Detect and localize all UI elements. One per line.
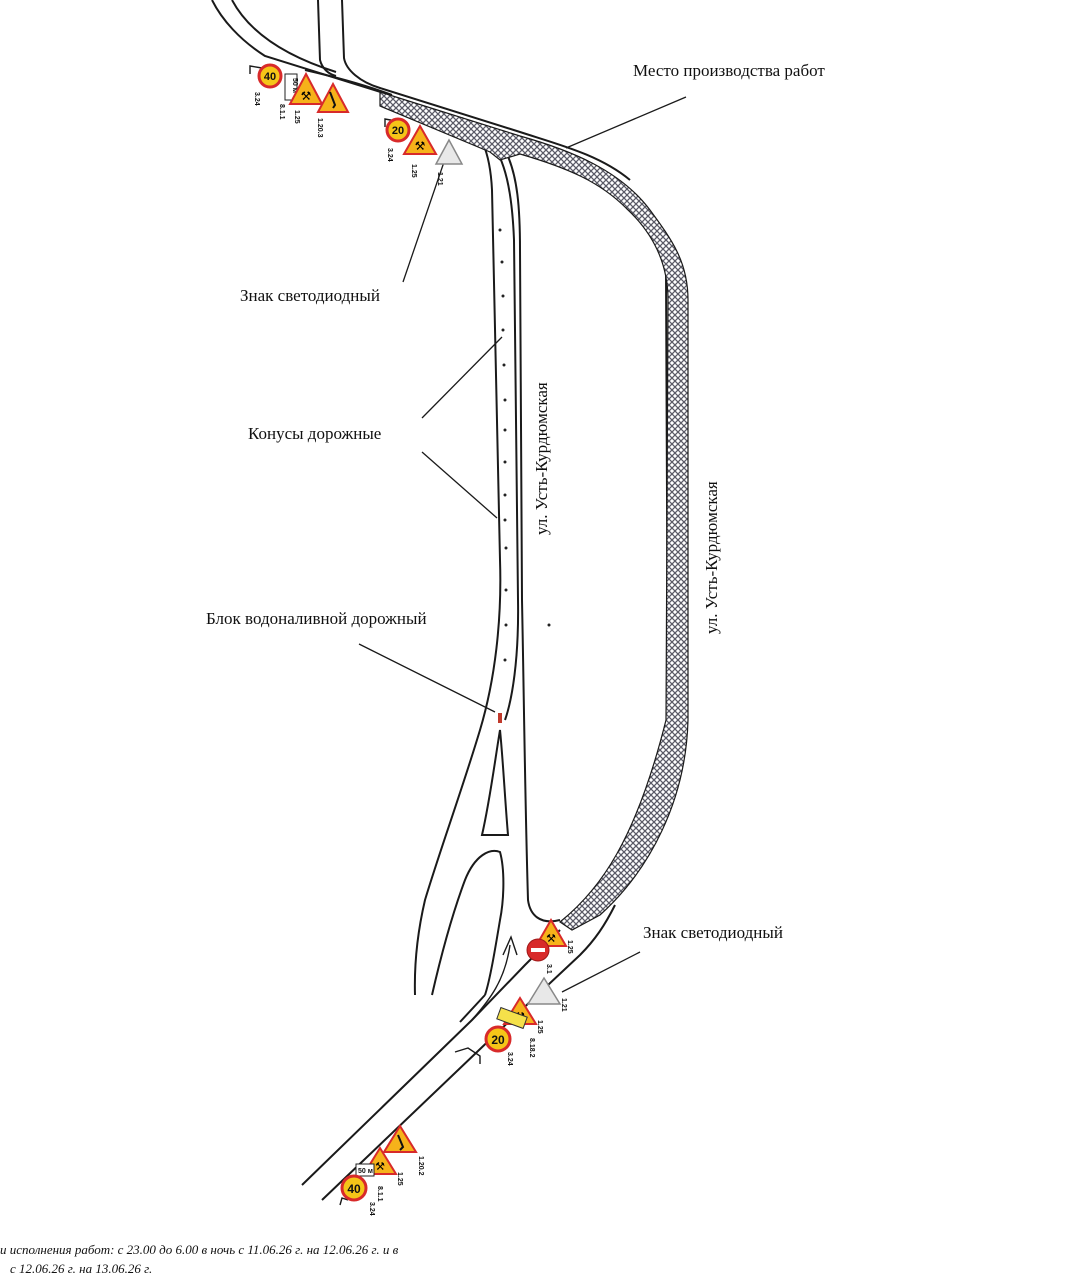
speed-limit-sign: 20 [491, 1033, 505, 1047]
street-name-outer: ул. Усть-Курдюмская [702, 481, 721, 634]
sign-code: 1.21 [560, 998, 567, 1012]
sign-group-top-mid: 20 ⚒ 3.24 1.25 1.21 [385, 117, 464, 186]
sign-code: 1.20.2 [417, 1156, 424, 1176]
detour-plate [496, 1006, 528, 1030]
distance-plate: 50 м [291, 78, 298, 93]
sign-group-top-left: 40 50 м ⚒ 3.24 8.1.1 1.25 1.20.3 [253, 63, 350, 138]
led-sign-label-top: Знак светодиодный [240, 286, 380, 305]
work-zone-band [379, 91, 689, 931]
traffic-arrow [469, 935, 518, 1023]
led-sign-label-bottom: Знак светодиодный [643, 923, 783, 942]
sign-group-bottom-right: ⚒ ⚒ 20 3.1 1.25 1.21 1.25 8.18.2 3.24 [484, 917, 573, 1066]
sign-code: 1.21 [436, 172, 443, 186]
sign-code: 1.25 [293, 110, 300, 124]
led-sign-icon [526, 976, 562, 1005]
sign-code: 3.1 [545, 964, 552, 974]
sign-code: 1.25 [566, 940, 573, 954]
sign-code: 1.25 [536, 1020, 543, 1034]
water-block-label: Блок водоналивной дорожный [206, 609, 427, 628]
work-schedule-note-line1: и исполнения работ: с 23.00 до 6.00 в но… [0, 1242, 399, 1257]
roadwork-icon: ⚒ [375, 1161, 385, 1173]
sign-code: 3.24 [506, 1052, 513, 1066]
water-block-marker [498, 713, 502, 723]
leader-lines [358, 96, 687, 993]
roadwork-icon: ⚒ [546, 933, 556, 945]
speed-limit-sign: 40 [264, 71, 276, 83]
sign-group-bottom-left: ⚒ 50 м 40 1.20.2 1.25 8.1.1 3.24 [340, 1124, 424, 1216]
no-entry-icon [531, 948, 545, 952]
sign-code: 1.25 [410, 164, 417, 178]
sign-code: 3.24 [368, 1202, 375, 1216]
speed-limit-sign: 20 [392, 125, 404, 137]
cone-dots [498, 228, 551, 662]
sign-code: 1.25 [396, 1172, 403, 1186]
cones-label: Конусы дорожные [248, 424, 382, 443]
sign-posts [249, 65, 481, 1206]
distance-plate: 50 м [358, 1168, 373, 1175]
sign-code: 8.1.1 [278, 104, 285, 120]
street-name-inner: ул. Усть-Курдюмская [532, 382, 551, 535]
roadwork-icon: ⚒ [415, 139, 426, 153]
work-schedule-note-line2: с 12.06.26 г. на 13.06.26 г. [10, 1261, 153, 1276]
sign-code: 8.1.1 [376, 1186, 383, 1202]
sign-code: 1.20.3 [316, 118, 323, 138]
sign-code: 3.24 [386, 148, 393, 162]
sign-code: 8.18.2 [528, 1038, 535, 1058]
led-sign-icon [434, 138, 464, 165]
narrowing-icon [397, 1134, 405, 1151]
speed-limit-sign: 40 [347, 1182, 361, 1196]
narrowing-icon [329, 91, 337, 109]
sign-code: 3.24 [253, 92, 260, 106]
roadwork-icon: ⚒ [301, 89, 312, 103]
work-site-label: Место производства работ [633, 61, 825, 80]
